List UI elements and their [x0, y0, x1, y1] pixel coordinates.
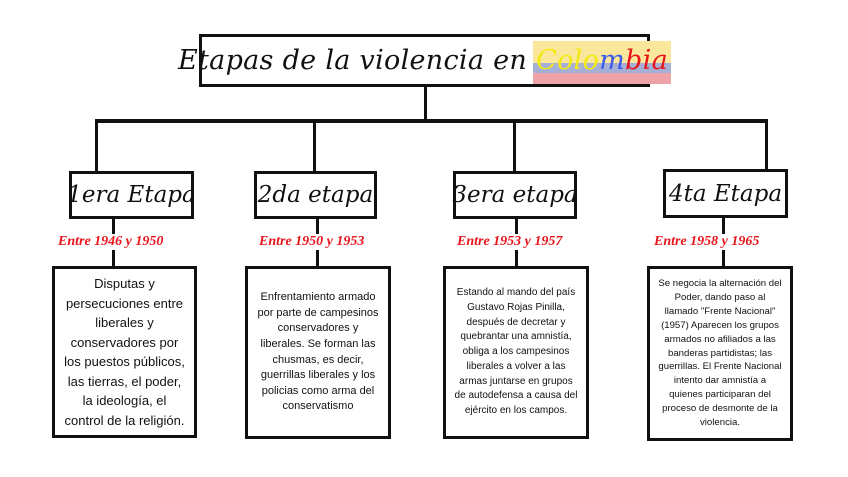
stage-1-description: Disputas y persecuciones entre liberales… [64, 276, 185, 428]
colombia-letter: i [642, 45, 652, 76]
stage-4-box: 4ta Etapa [663, 169, 788, 218]
colombian-flag-background [533, 41, 671, 84]
stage-4-description-box: Se negocia la alternación del Poder, dan… [647, 266, 793, 441]
stage-2-label: 2da etapa [257, 182, 374, 208]
colombia-letter: l [573, 45, 583, 76]
diagram-title: Etapas de la violencia en Colombia [178, 41, 671, 84]
stage-1-dates: Entre 1946 y 1950 [56, 234, 166, 250]
connector-horizontal-bar [95, 119, 767, 123]
stage-1-description-box: Disputas y persecuciones entre liberales… [52, 266, 197, 438]
stage-4-dates: Entre 1958 y 1965 [652, 234, 762, 250]
connector-stage-1 [95, 119, 98, 173]
colombia-letter: m [599, 45, 626, 76]
stage-3-label: 3era etapa [452, 182, 578, 208]
stage-3-dates: Entre 1953 y 1957 [455, 234, 565, 250]
colombia-letter: C [536, 45, 558, 76]
stage-4-description: Se negocia la alternación del Poder, dan… [658, 278, 782, 429]
stage-3-description: Estando al mando del país Gustavo Rojas … [454, 286, 578, 417]
title-prefix: Etapas de la violencia en [178, 45, 528, 76]
colombia-letter: o [582, 45, 600, 76]
stage-1-box: 1era Etapa [67, 171, 196, 219]
colombia-letter: a [651, 45, 668, 76]
stage-2-dates: Entre 1950 y 1953 [257, 234, 367, 250]
stage-1-label: 1era Etapa [67, 182, 196, 208]
connector-stage-4 [765, 119, 768, 173]
colombia-letter: o [557, 45, 574, 76]
connector-stage-3 [513, 119, 516, 173]
colombia-word: Colombia [536, 45, 668, 76]
stage-3-description-box: Estando al mando del país Gustavo Rojas … [443, 266, 589, 439]
stage-4-label: 4ta Etapa [668, 180, 783, 207]
connector-stage-2 [313, 119, 316, 173]
stage-3-box: 3era etapa [452, 171, 578, 219]
colombia-highlight: Colombia [533, 41, 671, 84]
stage-2-description: Enfrentamiento armado por parte de campe… [257, 291, 379, 413]
connector-title-trunk [424, 87, 427, 122]
title-box: Etapas de la violencia en Colombia [178, 34, 671, 87]
colombia-letter: b [625, 45, 643, 76]
stage-2-description-box: Enfrentamiento armado por parte de campe… [245, 266, 391, 439]
stage-2-box: 2da etapa [254, 171, 377, 219]
